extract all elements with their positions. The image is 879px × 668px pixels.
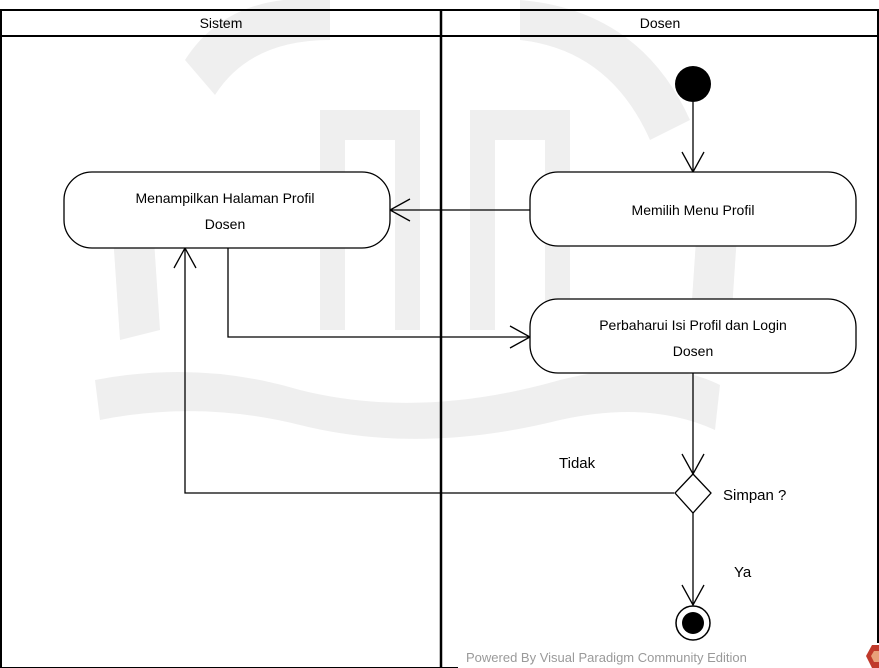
- edges: [173, 102, 705, 607]
- powered-by-text: Powered By Visual Paradigm Community Edi…: [466, 650, 747, 665]
- footer-background: [458, 643, 879, 668]
- action-update-profile: Perbaharui Isi Profil dan Login Dosen: [529, 298, 857, 374]
- action-show-profile-line-2: Dosen: [205, 216, 245, 232]
- action-update-profile-line-2: Dosen: [673, 343, 713, 359]
- action-update-profile-line-1: Perbaharui Isi Profil dan Login: [599, 317, 787, 333]
- action-choose-menu: Memilih Menu Profil: [529, 171, 857, 247]
- visual-paradigm-logo-icon: [866, 645, 879, 668]
- lane-title-dosen: Dosen: [640, 15, 680, 31]
- decision-label: Simpan ?: [723, 487, 786, 504]
- action-choose-menu-label: Memilih Menu Profil: [632, 202, 755, 218]
- edge-label-ya: Ya: [734, 564, 752, 581]
- final-node: [675, 605, 711, 641]
- edge-label-tidak: Tidak: [559, 455, 596, 472]
- decision-node: [674, 473, 712, 514]
- swimlane-frame: [0, 9, 879, 668]
- edge-decision-no-to-show-profile: [173, 246, 674, 494]
- edge-show-profile-to-update-profile: [227, 248, 532, 349]
- lane-title-sistem: Sistem: [200, 15, 243, 31]
- initial-node: [675, 66, 711, 102]
- action-show-profile: Menampilkan Halaman Profil Dosen: [63, 171, 391, 249]
- action-show-profile-line-1: Menampilkan Halaman Profil: [136, 190, 315, 206]
